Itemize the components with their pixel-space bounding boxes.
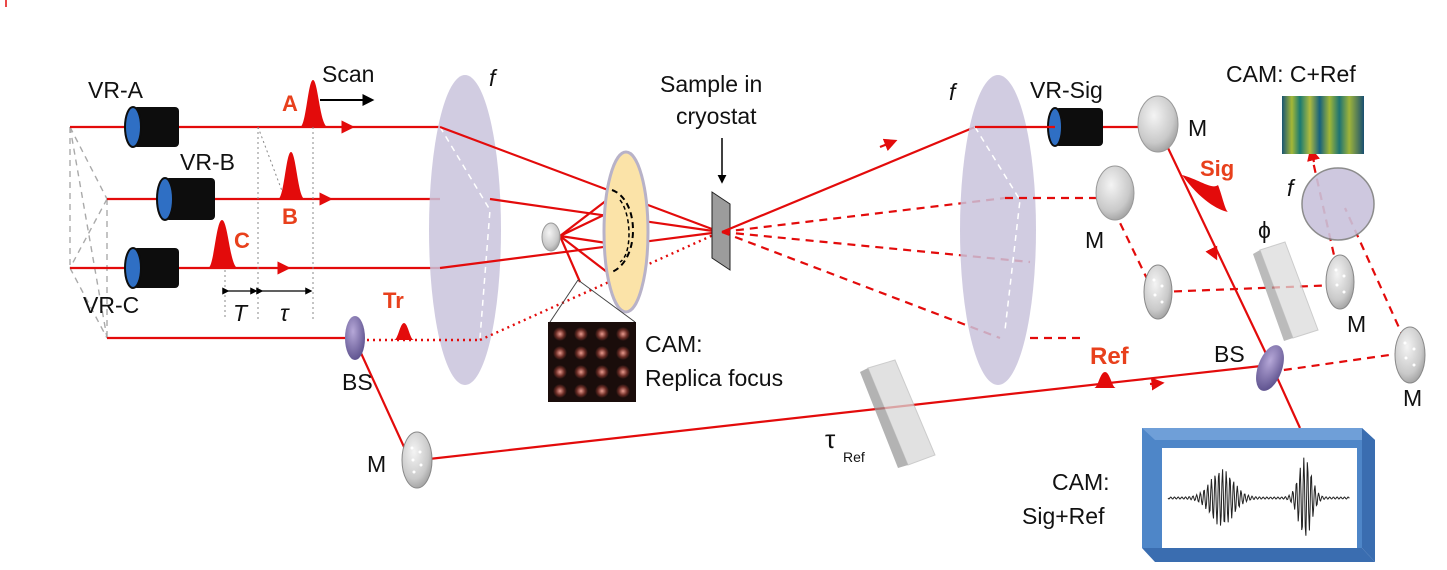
replica-spot [616,384,630,398]
replica-spot [616,327,630,341]
converging-beams [355,125,721,342]
replica-spot [553,384,567,398]
pulse-a [300,80,328,127]
label-cam-c-ref: CAM: C+Ref [1226,61,1356,87]
cam-c-ref-image [1282,96,1364,154]
replica-spot [574,346,588,360]
mirror-dotted-right-1 [1325,254,1355,310]
small-lens [1301,167,1375,241]
replica-spot [553,346,567,360]
pulse-c [208,220,238,268]
sample-cryostat [711,138,731,271]
label-tau-ref-sub: Ref [843,449,865,465]
mirror-top-right [1137,95,1179,153]
replica-spot [553,365,567,379]
label-vr-c: VR-C [83,292,139,318]
label-sample-line1: Sample in [660,71,762,97]
replica-spot [595,384,609,398]
pulse-b [278,152,305,199]
label-focal-small: f [1287,175,1296,201]
label-cam-replica-line2: Replica focus [645,365,783,391]
replica-spot [574,327,588,341]
label-sample-line2: cryostat [676,103,757,129]
label-m-mid: M [1085,227,1104,253]
left-lens [429,75,501,385]
label-delay-tau: τ [280,300,290,326]
replica-spot [616,346,630,360]
label-bs-left: BS [342,369,373,395]
label-m-right-1: M [1347,311,1366,337]
label-vr-sig: VR-Sig [1030,77,1103,103]
replica-spot [574,384,588,398]
labels: VR-A VR-B VR-C VR-Sig Scan A B C Tr T τ … [83,61,1422,529]
replica-spot [553,327,567,341]
mirror-dotted-right-2 [1394,326,1426,384]
label-cam-sig-ref-line1: CAM: [1052,469,1110,495]
reference-arm [354,339,1271,462]
timing-guides [222,126,314,320]
label-scan: Scan [322,61,374,87]
label-cam-replica-line1: CAM: [645,331,703,357]
label-tau-ref-main: τ [825,424,836,454]
label-ref: Ref [1090,343,1130,370]
tau-ref-prism [860,359,936,468]
vr-b-retarder [156,177,215,221]
replica-spot [595,346,609,360]
replica-focus-camera [548,279,636,402]
label-delay-t: T [233,300,249,326]
label-vr-a: VR-A [88,77,144,103]
replica-spot [595,327,609,341]
vr-sig-retarder [1047,107,1103,147]
bs-right [1256,345,1284,391]
input-perspective-box [69,126,108,339]
mirror-dotted-mid [1143,264,1173,320]
label-focal-right: f [949,79,958,105]
mirror-bottom-left [401,431,433,489]
bs-left [345,316,365,360]
label-cam-sig-ref-line2: Sig+Ref [1022,503,1105,529]
label-pulse-c: C [234,228,250,253]
pulse-tr [394,323,414,340]
pulse-sig [1182,175,1228,212]
pulse-ref [1094,372,1116,388]
pulses [208,80,1228,388]
mirror-mid [1095,165,1135,221]
label-pulse-b: B [282,204,298,229]
label-bs-right: BS [1214,341,1245,367]
label-vr-b: VR-B [180,149,235,175]
label-focal-left: f [489,65,498,91]
label-pulse-a: A [282,91,298,116]
right-lens [960,75,1036,385]
replica-spot [595,365,609,379]
vr-a-retarder [124,106,179,148]
label-m-right-2: M [1403,385,1422,411]
pickoff-mirror [541,222,561,252]
label-sig: Sig [1200,156,1234,181]
replica-lens [602,150,650,314]
replica-spot [574,365,588,379]
cam-sig-ref [1142,428,1375,562]
label-m-top-right: M [1188,115,1207,141]
vr-c-retarder [124,247,179,289]
phi-prism [1253,241,1319,341]
replica-spot [616,365,630,379]
label-m-bottom-left: M [367,451,386,477]
label-phi: ϕ [1258,217,1271,243]
label-pulse-tr: Tr [383,288,404,313]
